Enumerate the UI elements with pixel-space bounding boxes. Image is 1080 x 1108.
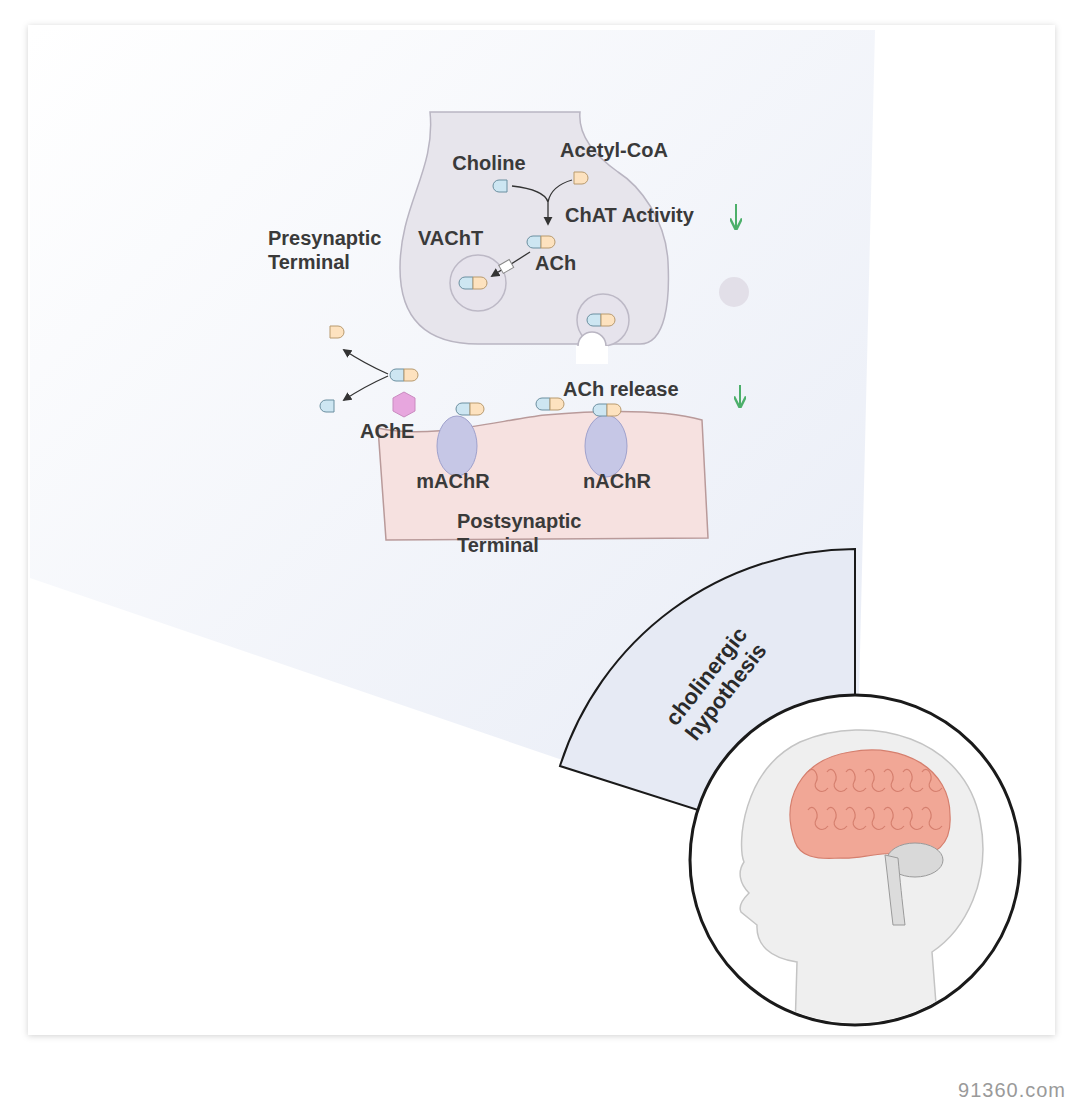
ach-molecule bbox=[493, 180, 507, 192]
gyrus bbox=[808, 769, 828, 791]
transport-arrow bbox=[492, 252, 530, 276]
presynaptic-terminal: Presynaptic Terminal Choline Acetyl-CoA ChA… bbox=[255, 100, 765, 385]
text-label: ACh bbox=[535, 251, 576, 275]
gyrus bbox=[884, 807, 904, 829]
ach-molecule bbox=[456, 403, 484, 415]
gyrus bbox=[903, 807, 923, 829]
ach-molecule bbox=[390, 369, 418, 381]
watermark: 91360.com bbox=[958, 1078, 1066, 1102]
ach-molecule bbox=[527, 236, 555, 248]
text-label: ChAT Activity bbox=[565, 203, 694, 227]
acetyl-half bbox=[607, 404, 621, 416]
decrease-arrow bbox=[739, 385, 741, 406]
receptor bbox=[437, 416, 477, 476]
ach-molecule bbox=[320, 400, 334, 412]
acetyl-half bbox=[330, 326, 344, 338]
gyrus bbox=[884, 769, 904, 791]
head-profile bbox=[740, 730, 983, 1030]
text-label: Postsynaptic Terminal bbox=[457, 509, 607, 557]
choline-half bbox=[493, 180, 507, 192]
release-pocket bbox=[576, 346, 608, 364]
brainstem bbox=[885, 855, 905, 925]
postsynaptic-terminal: mAChR nAChR Postsynaptic Terminal bbox=[368, 405, 718, 565]
gyrus bbox=[846, 807, 866, 829]
acetyl-half bbox=[550, 398, 564, 410]
ach-molecule bbox=[574, 172, 588, 184]
choline-half bbox=[527, 236, 541, 248]
acetyl-half bbox=[601, 314, 615, 326]
ach-molecule bbox=[459, 277, 487, 289]
ach-molecule bbox=[330, 326, 344, 338]
text-label: mAChR bbox=[416, 469, 489, 493]
gyrus bbox=[922, 807, 942, 829]
choline-half bbox=[593, 404, 607, 416]
presynaptic-terminal-shape bbox=[400, 112, 668, 344]
gyrus bbox=[846, 769, 866, 791]
choline-half bbox=[587, 314, 601, 326]
hypothesis-wedge-shape bbox=[560, 549, 855, 860]
vacht-transporter bbox=[499, 260, 514, 274]
text-label: nAChR bbox=[583, 469, 651, 493]
gyrus bbox=[865, 807, 885, 829]
head-circle bbox=[690, 695, 1020, 1025]
hydrolysis-arrow bbox=[344, 350, 388, 374]
acetyl-half bbox=[473, 277, 487, 289]
acetyl-half bbox=[574, 172, 588, 184]
ach-molecule bbox=[536, 398, 564, 410]
vesicle bbox=[719, 277, 749, 307]
enzyme-label: AChE bbox=[360, 419, 414, 443]
gyrus bbox=[808, 807, 828, 829]
choline-half bbox=[536, 398, 550, 410]
acetyl-half bbox=[470, 403, 484, 415]
choline-half bbox=[320, 400, 334, 412]
text-label: Presynaptic Terminal bbox=[268, 226, 400, 274]
card bbox=[28, 25, 1055, 1035]
ache-enzyme bbox=[393, 392, 415, 417]
text-label: VAChT bbox=[418, 226, 483, 250]
gyrus bbox=[903, 769, 923, 791]
text-label: Choline bbox=[452, 151, 525, 175]
text-label: Acetyl-CoA bbox=[560, 138, 668, 162]
hypothesis-wedge: cholinergic hypothesis bbox=[545, 538, 865, 868]
release-pocket bbox=[578, 332, 606, 346]
gyrus bbox=[865, 769, 885, 791]
choline-half bbox=[390, 369, 404, 381]
process-label: ACh release bbox=[563, 377, 679, 401]
gyrus bbox=[827, 769, 847, 791]
ach-molecule bbox=[587, 314, 615, 326]
decrease-arrow bbox=[735, 204, 737, 228]
spotlight bbox=[30, 30, 875, 860]
receptor bbox=[585, 415, 627, 477]
gyrus bbox=[922, 769, 942, 791]
synthesis-arrow bbox=[512, 180, 572, 224]
gyrus bbox=[827, 807, 847, 829]
cerebellum bbox=[887, 843, 943, 877]
brain bbox=[790, 750, 950, 859]
ach-molecule bbox=[593, 404, 621, 416]
choline-half bbox=[459, 277, 473, 289]
acetyl-half bbox=[541, 236, 555, 248]
vesicle bbox=[450, 255, 506, 311]
vesicle bbox=[577, 294, 629, 346]
hydrolysis-arrow bbox=[344, 376, 388, 400]
acetyl-half bbox=[404, 369, 418, 381]
choline-half bbox=[456, 403, 470, 415]
